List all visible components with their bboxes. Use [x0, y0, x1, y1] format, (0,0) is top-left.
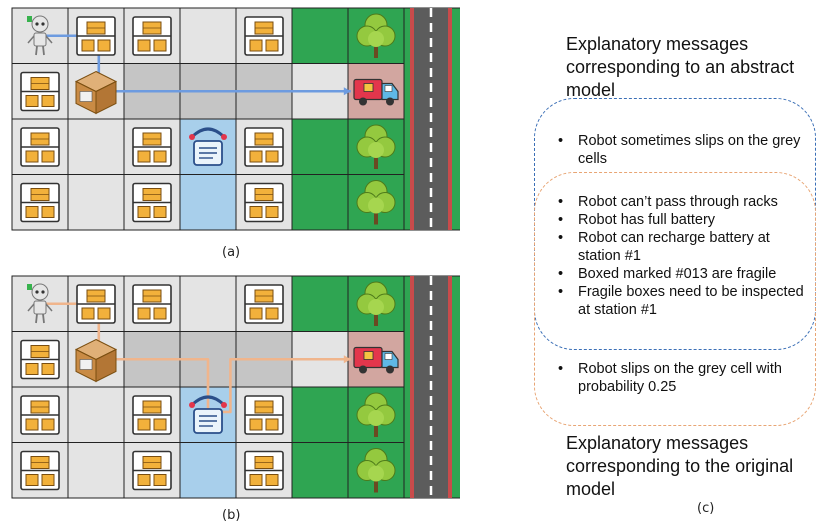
rack-icon — [244, 16, 284, 56]
map-icons — [20, 13, 399, 225]
caption-a: (a) — [222, 245, 241, 260]
rack-icon — [132, 182, 172, 223]
message-item: Boxed marked #013 are fragile — [554, 265, 816, 283]
rack-icon — [132, 16, 172, 56]
rack-icon — [20, 450, 60, 491]
message-item: Fragile boxes need to be inspected at st… — [554, 283, 816, 319]
rack-icon — [20, 127, 60, 167]
rack-icon — [20, 339, 60, 380]
warehouse-map-a — [0, 0, 460, 240]
map-cell — [291, 442, 349, 499]
map-cells — [11, 7, 405, 231]
map-cell — [291, 118, 349, 175]
road — [403, 275, 460, 499]
map-cell — [67, 442, 125, 499]
robot-icon — [27, 15, 53, 56]
tree-icon — [356, 281, 396, 326]
map-cell — [291, 7, 349, 64]
heading-line: Explanatory messages — [566, 433, 749, 453]
map-cell — [67, 386, 125, 443]
path-arrowhead — [343, 87, 351, 96]
map-cell — [179, 442, 237, 499]
rack-icon — [76, 16, 116, 56]
warehouse-grid-b — [11, 275, 460, 499]
caption-c: (c) — [697, 501, 715, 516]
tree-icon — [356, 448, 396, 493]
rack-icon — [244, 182, 284, 223]
map-cell — [291, 174, 349, 231]
rack-icon — [132, 284, 172, 324]
rack-icon — [20, 71, 60, 112]
message-item: Robot slips on the grey cell with probab… — [554, 360, 816, 396]
tree-icon — [356, 13, 396, 58]
tree-icon — [356, 392, 396, 437]
charging-station-icon — [189, 395, 227, 434]
truck-icon — [353, 346, 399, 374]
box-icon — [74, 70, 118, 115]
message-item: Robot can’t pass through racks — [554, 193, 816, 211]
tree-icon — [356, 124, 396, 169]
map-cell — [179, 7, 237, 64]
rack-icon — [20, 395, 60, 435]
original-only-messages: Robot slips on the grey cell with probab… — [554, 360, 816, 396]
rack-icon — [244, 450, 284, 491]
robot-icon — [27, 283, 53, 324]
message-item: Robot has full battery — [554, 211, 816, 229]
rack-icon — [244, 284, 284, 324]
warehouse-grid-a — [11, 7, 460, 231]
rack-icon — [76, 284, 116, 324]
heading-line: model — [566, 479, 616, 499]
map-cell — [67, 118, 125, 175]
robot-path — [37, 34, 351, 93]
abstract-only-messages: Robot sometimes slips on the grey cells — [554, 132, 810, 168]
rack-icon — [132, 450, 172, 491]
message-item: Robot can recharge battery at station #1 — [554, 229, 816, 265]
heading-line: corresponding to the original — [566, 456, 794, 476]
rack-icon — [132, 127, 172, 167]
heading-line: Explanatory messages — [566, 34, 749, 54]
map-icons — [20, 281, 399, 493]
map-cell — [67, 174, 125, 231]
map-cell — [291, 275, 349, 332]
charging-station-icon — [189, 127, 227, 166]
map-cell — [179, 174, 237, 231]
map-cell — [291, 386, 349, 443]
caption-b: (b) — [222, 508, 241, 523]
tree-icon — [356, 180, 396, 225]
rack-icon — [244, 127, 284, 167]
rack-icon — [132, 395, 172, 435]
box-icon — [74, 338, 118, 383]
path-arrowhead — [343, 355, 351, 364]
heading-line: model — [566, 80, 616, 100]
truck-icon — [353, 78, 399, 106]
original-model-heading: Explanatory messages corresponding to th… — [566, 432, 793, 501]
rack-icon — [20, 182, 60, 223]
warehouse-map-b — [0, 268, 460, 508]
road — [403, 7, 460, 231]
message-item: Robot sometimes slips on the grey cells — [554, 132, 810, 168]
shared-messages: Robot can’t pass through racks Robot has… — [554, 193, 816, 319]
abstract-model-heading: Explanatory messages corresponding to an… — [566, 33, 794, 102]
rack-icon — [244, 395, 284, 435]
heading-line: corresponding to an abstract — [566, 57, 795, 77]
map-cell — [179, 275, 237, 332]
